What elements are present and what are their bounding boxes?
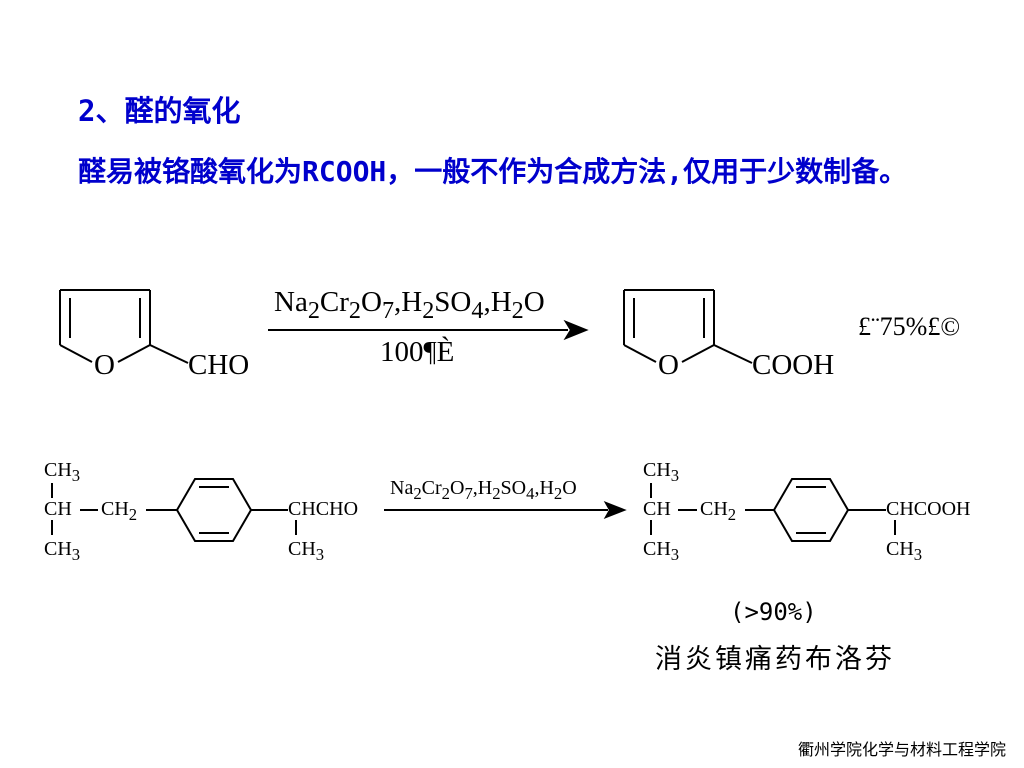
- reagent-sub: 7: [381, 296, 395, 324]
- reaction1-arrow: [268, 319, 589, 341]
- reaction1-reagent: Na2Cr2O7,H2SO4,H2O: [274, 286, 545, 325]
- product2-methyl-bottom: CH3: [643, 538, 679, 565]
- label-main: CH: [643, 538, 671, 560]
- label-sub: 2: [128, 505, 138, 524]
- label-main: CH: [44, 459, 72, 481]
- reagent-sub: 7: [464, 484, 473, 503]
- product2-methyl-top: CH3: [643, 459, 679, 486]
- reagent-na: Na: [274, 286, 308, 318]
- product1-carboxyl-group: COOH: [752, 349, 835, 381]
- reagent-na: Na: [390, 477, 414, 499]
- reagent-cr: Cr: [421, 477, 442, 499]
- reaction2-reagent: Na2Cr2O7,H2SO4,H2O: [390, 477, 577, 504]
- reagent-h: ,H: [483, 286, 512, 318]
- label-sub: 2: [727, 505, 737, 524]
- reagent-o: O: [360, 286, 382, 318]
- reactant2-methyl-top: CH3: [44, 459, 80, 486]
- reaction2-product-bonds: [650, 478, 896, 542]
- product2-side-methyl: CH3: [886, 538, 922, 565]
- reagent-sub: 2: [307, 296, 320, 324]
- reagent-sub: 4: [471, 296, 484, 324]
- reaction2-arrow: [384, 501, 627, 519]
- reactant2-methylene: CH2: [101, 498, 137, 525]
- label-sub: 3: [670, 545, 680, 564]
- reagent-sub: 2: [413, 484, 422, 503]
- reagent-sub: 2: [441, 484, 450, 503]
- label-main: CH: [101, 498, 129, 520]
- slide-footer: 衢州学院化学与材料工程学院: [797, 742, 1006, 759]
- furoic-acid-ring: [623, 289, 753, 364]
- reactant2-methine: CH: [44, 498, 72, 520]
- reagent-cr: Cr: [319, 286, 349, 318]
- reagent-so: SO: [500, 477, 527, 499]
- reagent-o: O: [562, 477, 577, 499]
- label-sub: 3: [71, 466, 81, 485]
- reagent-sub: 2: [553, 484, 563, 503]
- product2-methine: CH: [643, 498, 671, 520]
- slide-title: 2、醛的氧化: [78, 94, 241, 128]
- reagent-sub: 2: [511, 296, 524, 324]
- reagent-sub: 2: [348, 296, 361, 324]
- reagent-o: O: [523, 286, 545, 318]
- product-name: 消炎镇痛药布洛芬: [655, 644, 895, 675]
- reagent-so: SO: [434, 286, 472, 318]
- reaction1-condition: 100¶È: [380, 336, 455, 368]
- reagent-o: O: [449, 477, 465, 499]
- label-sub: 3: [315, 545, 325, 564]
- label-main: CH: [643, 459, 671, 481]
- slide-description: 醛易被铬酸氧化为RCOOH，一般不作为合成方法,仅用于少数制备。: [78, 155, 908, 188]
- reaction2-reactant-bonds: [51, 478, 297, 542]
- label-sub: 3: [670, 466, 680, 485]
- reactant1-aldehyde-group: CHO: [188, 349, 250, 381]
- label-main: CH: [700, 498, 728, 520]
- reagent-sub: 2: [422, 296, 435, 324]
- label-main: CH: [44, 538, 72, 560]
- furfural-ring: [59, 289, 189, 364]
- reagent-sub: 4: [526, 484, 535, 503]
- reactant2-side-methyl: CH3: [288, 538, 324, 565]
- reaction1-yield: £¨75%£©: [858, 312, 961, 341]
- product2-side-group: CHCOOH: [886, 498, 971, 520]
- label-sub: 3: [71, 545, 81, 564]
- label-main: CH: [886, 538, 914, 560]
- product2-methylene: CH2: [700, 498, 736, 525]
- reagent-sub: 2: [492, 484, 501, 503]
- reagent-h: ,H: [534, 477, 554, 499]
- product1-ring-oxygen: O: [658, 349, 679, 381]
- reaction2-yield: (>90%): [730, 598, 817, 626]
- label-main: CH: [288, 538, 316, 560]
- reagent-h: ,H: [472, 477, 493, 499]
- reactant1-ring-oxygen: O: [94, 349, 115, 381]
- label-sub: 3: [913, 545, 923, 564]
- reactant2-methyl-bottom: CH3: [44, 538, 80, 565]
- reagent-h: ,H: [394, 286, 423, 318]
- reactant2-side-group: CHCHO: [288, 498, 359, 520]
